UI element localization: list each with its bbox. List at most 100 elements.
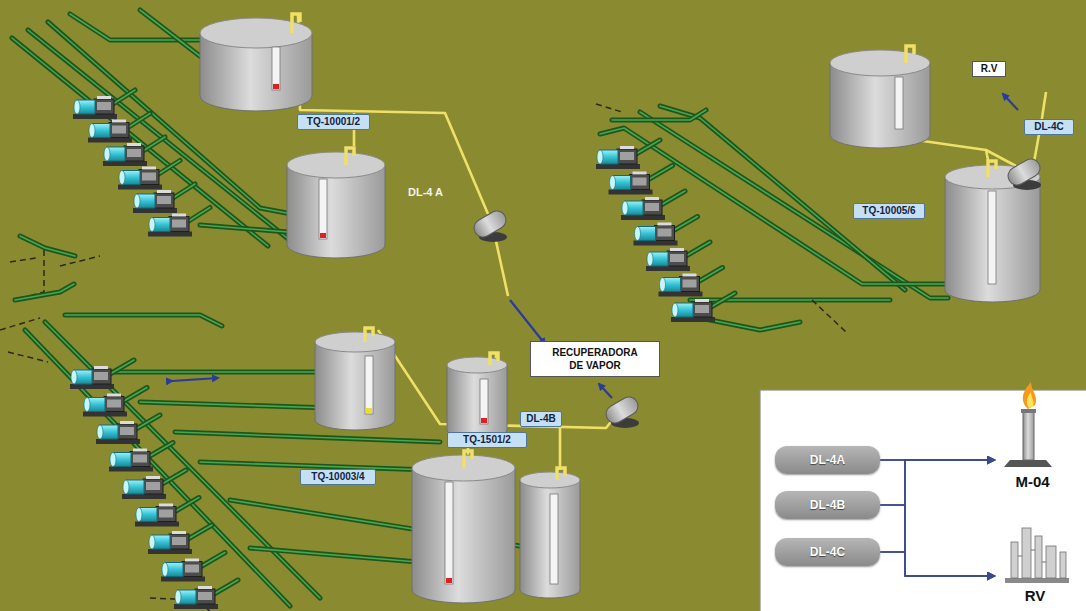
pump-body xyxy=(667,251,687,266)
pump-motor xyxy=(109,449,153,472)
refinery-pipe xyxy=(1031,550,1035,551)
pump-body xyxy=(91,369,111,384)
pipe-highlight xyxy=(649,166,673,180)
green-pipe xyxy=(110,360,134,374)
pipe-highlight xyxy=(123,388,147,402)
pump-base xyxy=(621,215,665,220)
green-pipe xyxy=(686,242,710,256)
vapor-compressor xyxy=(603,394,641,428)
green-pipe xyxy=(65,315,222,326)
pump-base xyxy=(634,241,678,246)
vent-pipe xyxy=(557,468,565,480)
pump-detail xyxy=(198,586,212,589)
level-gauge xyxy=(550,494,558,584)
motor-end xyxy=(149,535,155,549)
pipe-highlight xyxy=(674,217,698,231)
pump-detail xyxy=(645,197,659,200)
green-pipe xyxy=(661,191,685,205)
motor-end xyxy=(134,194,140,208)
pump-base xyxy=(88,138,132,143)
refinery-column xyxy=(1060,552,1066,578)
level-mark xyxy=(481,418,487,423)
pipe-highlight xyxy=(158,161,180,175)
green-pipe xyxy=(600,128,945,284)
pipe-highlight xyxy=(250,548,418,562)
tank-body xyxy=(287,165,385,258)
compressor-drum xyxy=(1005,156,1043,189)
green-pipe xyxy=(128,114,150,128)
compressor-tag: DL-4B xyxy=(520,411,562,427)
vent-pipe xyxy=(292,14,300,33)
pump-base xyxy=(133,208,177,213)
level-gauge xyxy=(365,356,373,414)
pump-detail xyxy=(645,203,659,211)
node-text: RECUPERADORA DE VAPOR xyxy=(546,346,644,372)
pipe-highlight xyxy=(636,140,660,154)
dashed-line xyxy=(0,318,40,330)
pipe-highlight xyxy=(188,525,212,539)
pump-detail xyxy=(133,449,147,452)
green-pipe xyxy=(123,388,147,402)
green-pipe xyxy=(188,208,210,222)
flare-node: M-04 xyxy=(995,396,1070,492)
pipe-highlight xyxy=(128,114,150,128)
level-gauge xyxy=(895,77,903,129)
green-pipe xyxy=(20,236,75,256)
level-gauge xyxy=(272,47,280,90)
pump-detail xyxy=(683,274,697,277)
green-pipe xyxy=(143,137,165,151)
green-pipe xyxy=(45,322,320,598)
pump-base xyxy=(174,604,218,609)
pump-base xyxy=(671,317,715,322)
tank-tag: TQ-10005/6 xyxy=(853,203,925,219)
compressor-drum xyxy=(603,394,641,427)
refinery-column xyxy=(1011,542,1018,578)
tank-tag: TQ-1501/2 xyxy=(447,432,527,448)
pump-motor xyxy=(596,146,640,169)
compressor-shell xyxy=(603,394,641,427)
motor-end xyxy=(84,398,90,412)
pump-detail xyxy=(146,476,160,479)
pump-body xyxy=(104,397,124,412)
pump-body xyxy=(124,146,144,161)
node-text: M-04 xyxy=(1015,473,1049,490)
pump-base xyxy=(109,467,153,472)
pipe-highlight xyxy=(140,402,330,408)
tank-body xyxy=(447,365,507,438)
refinery-column xyxy=(1022,528,1031,578)
storage-tank xyxy=(520,468,580,598)
pipe-highlight xyxy=(612,110,706,120)
flow-connector xyxy=(880,460,995,552)
flow-arrow xyxy=(1003,94,1018,110)
pump-detail xyxy=(683,280,697,288)
pump-detail xyxy=(120,427,134,435)
compressor-box: DL-4A xyxy=(775,446,880,474)
motor-end xyxy=(660,278,666,292)
node-text: DL-4A xyxy=(810,453,845,467)
storage-tank xyxy=(287,148,385,258)
green-pipe xyxy=(649,166,673,180)
pump-detail xyxy=(112,126,126,134)
vent-pipe xyxy=(906,46,914,63)
pump-base xyxy=(70,384,114,389)
vent-pipe xyxy=(346,148,354,165)
inset-panel xyxy=(760,390,1086,611)
pump-base xyxy=(646,266,690,271)
pump-detail xyxy=(695,299,709,302)
motor-end xyxy=(647,252,653,266)
pump-detail xyxy=(633,172,647,175)
motor-end xyxy=(610,176,616,190)
pump-body xyxy=(182,562,202,577)
motor-end xyxy=(97,425,103,439)
green-pipe xyxy=(158,161,180,175)
pump-body xyxy=(692,302,712,317)
motor-end xyxy=(672,303,678,317)
green-pipe xyxy=(612,110,706,120)
green-pipe xyxy=(250,548,418,562)
pump-body xyxy=(139,170,159,185)
dashed-line xyxy=(10,258,36,262)
motor-end xyxy=(71,370,77,384)
green-pipe xyxy=(162,470,186,484)
pump-motor xyxy=(73,96,117,119)
